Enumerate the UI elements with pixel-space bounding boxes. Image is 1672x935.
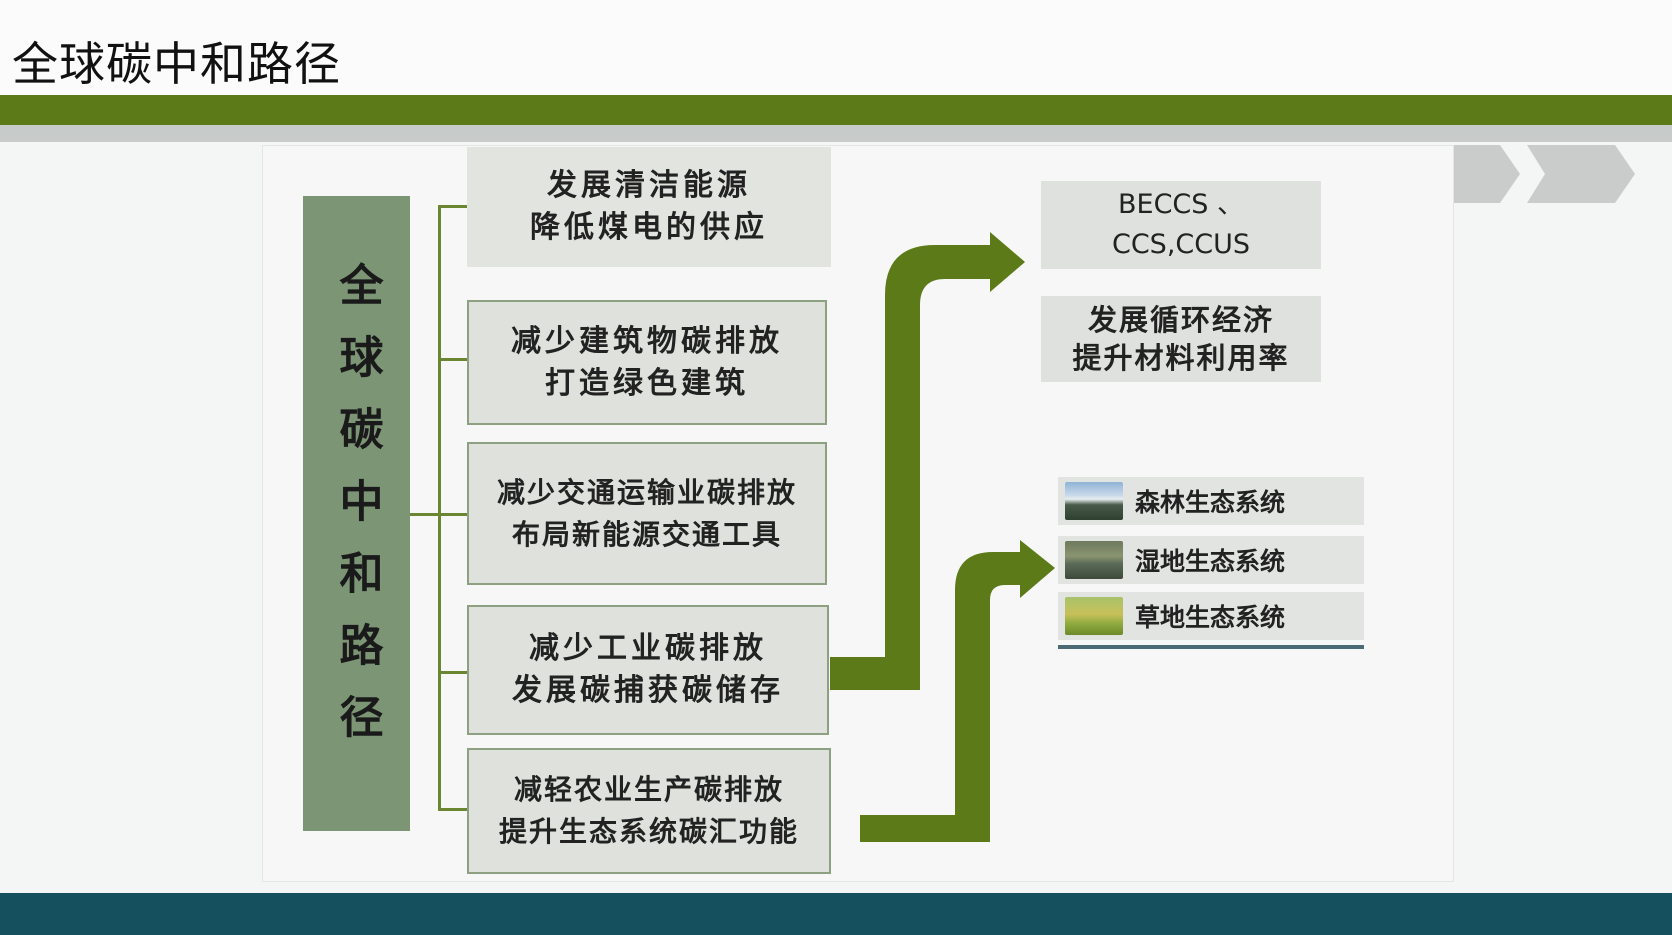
- outcome-line-1: BECCS 、: [1117, 189, 1244, 220]
- outcome-line-2: 提升材料利用率: [1072, 341, 1290, 375]
- ecosystem-item-grassland: 草地生态系统: [1058, 592, 1364, 640]
- step-line-1: 减少交通运输业碳排放: [496, 475, 797, 509]
- ecosystem-list-divider: [1058, 645, 1364, 649]
- ecosystem-label: 湿地生态系统: [1135, 547, 1286, 576]
- step-industry: 减少工业碳排放 发展碳捕获碳储存: [467, 605, 829, 735]
- step-line-1: 发展清洁能源: [547, 168, 751, 203]
- grassland-thumbnail-icon: [1065, 597, 1123, 635]
- step-agriculture: 减轻农业生产碳排放 提升生态系统碳汇功能: [467, 748, 831, 874]
- step-line-2: 降低煤电的供应: [530, 210, 768, 245]
- bracket-spine: [438, 205, 441, 810]
- ecosystem-label: 森林生态系统: [1135, 488, 1286, 517]
- ecosystem-item-forest: 森林生态系统: [1058, 477, 1364, 525]
- step-line-2: 布局新能源交通工具: [511, 517, 782, 551]
- ecosystem-item-wetland: 湿地生态系统: [1058, 536, 1364, 584]
- step-line-2: 打造绿色建筑: [545, 365, 749, 401]
- header-background: [0, 0, 1672, 95]
- step-transport: 减少交通运输业碳排放 布局新能源交通工具: [467, 442, 827, 585]
- step-line-2: 发展碳捕获碳储存: [512, 673, 784, 708]
- title-bar-shadow: [0, 125, 1672, 142]
- outcome-line-2: CCS,CCUS: [1111, 229, 1251, 260]
- outcome-circular-economy-box: 发展循环经济 提升材料利用率: [1041, 296, 1321, 382]
- bracket-tick-5: [438, 808, 468, 811]
- bracket-tick-3: [438, 513, 468, 516]
- outcome-ccs-box: BECCS 、 CCS,CCUS: [1041, 181, 1321, 269]
- root-node-label: 全球碳中和路径: [331, 261, 383, 766]
- step-green-buildings: 减少建筑物碳排放 打造绿色建筑: [467, 300, 827, 425]
- forest-thumbnail-icon: [1065, 482, 1123, 520]
- bracket-tick-4: [438, 671, 468, 674]
- bracket-stem: [410, 513, 440, 516]
- step-line-1: 减少工业碳排放: [529, 631, 767, 666]
- bracket-tick-1: [438, 205, 468, 208]
- bracket-tick-2: [438, 358, 468, 361]
- root-node: 全球碳中和路径: [303, 196, 410, 831]
- step-clean-energy: 发展清洁能源 降低煤电的供应: [467, 147, 831, 267]
- step-line-1: 减轻农业生产碳排放: [513, 773, 784, 806]
- page-title: 全球碳中和路径: [12, 37, 341, 91]
- step-line-1: 减少建筑物碳排放: [511, 323, 783, 359]
- wetland-thumbnail-icon: [1065, 541, 1123, 579]
- outcome-line-1: 发展循环经济: [1087, 303, 1274, 337]
- ecosystem-label: 草地生态系统: [1135, 603, 1286, 632]
- step-line-2: 提升生态系统碳汇功能: [498, 815, 799, 848]
- footer-bar: [0, 893, 1672, 935]
- title-accent-bar: [0, 95, 1672, 125]
